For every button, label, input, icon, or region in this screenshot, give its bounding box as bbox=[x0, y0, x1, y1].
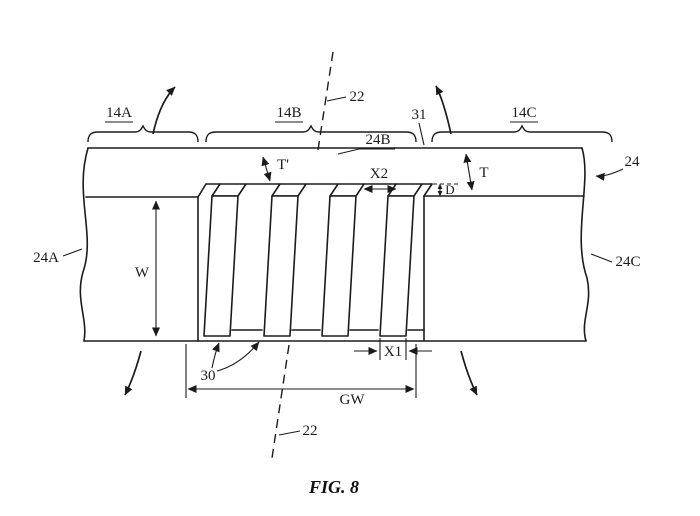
leader-22-top bbox=[326, 96, 347, 102]
label-dim-T-prime: T' bbox=[277, 157, 289, 173]
leader-30-to-rib2 bbox=[216, 341, 260, 372]
label-14B: 14B bbox=[276, 105, 301, 121]
figure-caption: FIG. 8 bbox=[308, 477, 359, 497]
label-24B: 24B bbox=[365, 132, 390, 148]
label-dim-D: D bbox=[445, 182, 454, 197]
brace-section-14A bbox=[87, 124, 199, 143]
rib-2-front-face bbox=[263, 195, 299, 337]
band-left-break-line bbox=[79, 147, 89, 342]
label-24C: 24C bbox=[615, 254, 640, 270]
recess-left-step-top bbox=[197, 183, 207, 198]
twist-arrows bbox=[124, 85, 478, 396]
label-dim-T: T bbox=[479, 165, 488, 181]
label-31: 31 bbox=[412, 107, 427, 123]
ribs-group bbox=[203, 183, 423, 337]
label-22-top: 22 bbox=[350, 89, 365, 105]
twist-arrow-bottom-left bbox=[124, 350, 142, 396]
bend-axis-lower-segment bbox=[271, 344, 290, 459]
leader-30-to-rib1 bbox=[211, 342, 220, 369]
dimension-lines bbox=[152, 153, 475, 398]
dim-arrow-D-head-up bbox=[437, 183, 443, 189]
section-braces bbox=[87, 121, 613, 143]
twist-arrow-top-left bbox=[152, 86, 176, 135]
leader-24B bbox=[337, 148, 395, 155]
label-24A: 24A bbox=[33, 250, 59, 266]
label-14A: 14A bbox=[106, 105, 132, 121]
dim-arrow-T-prime bbox=[261, 156, 272, 182]
label-dim-GW: GW bbox=[340, 392, 366, 408]
label-30: 30 bbox=[201, 368, 216, 384]
band-outline bbox=[79, 147, 590, 342]
leader-24A bbox=[62, 248, 83, 257]
twist-arrow-top-right bbox=[435, 85, 452, 135]
leader-24 bbox=[595, 168, 624, 181]
band-right-break-line bbox=[580, 147, 590, 342]
brace-section-14C bbox=[431, 124, 613, 143]
rib-4-front-face bbox=[379, 195, 415, 337]
label-14C: 14C bbox=[511, 105, 536, 121]
leader-31 bbox=[418, 122, 425, 146]
rib-3-front-face bbox=[321, 195, 357, 337]
rib-1-front-face bbox=[203, 195, 239, 337]
recess-right-step-top bbox=[423, 183, 433, 197]
bend-axis-upper-segment bbox=[317, 51, 334, 151]
dim-arrow-D-head-down bbox=[437, 191, 443, 197]
leader-22-bottom bbox=[278, 430, 301, 436]
label-dim-X2: X2 bbox=[370, 166, 388, 182]
label-24: 24 bbox=[625, 154, 641, 170]
dim-arrow-T bbox=[463, 153, 475, 191]
reference-labels: 14A 14B 14C 31 22 22 24B 24 24A 24C 30 bbox=[33, 89, 640, 439]
bend-axis bbox=[271, 51, 334, 459]
dimension-labels: W T T' X2 D X1 GW bbox=[135, 157, 489, 408]
twist-arrow-bottom-right bbox=[460, 350, 478, 396]
leader-24C bbox=[590, 253, 613, 263]
leader-lines bbox=[62, 96, 624, 436]
brace-section-14B bbox=[205, 124, 417, 143]
label-22-bottom: 22 bbox=[303, 423, 318, 439]
label-dim-X1: X1 bbox=[384, 344, 402, 360]
label-dim-W: W bbox=[135, 265, 150, 281]
